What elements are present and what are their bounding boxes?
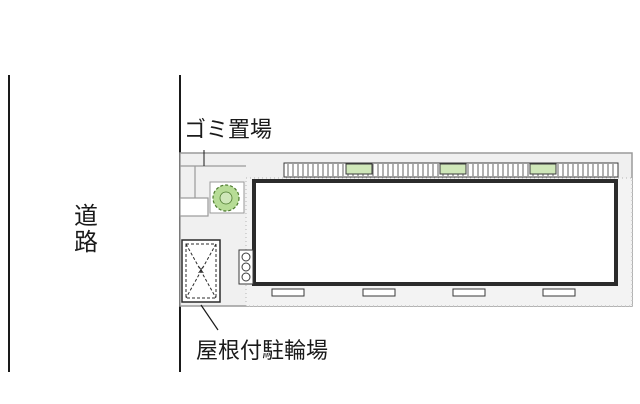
tree-icon — [209, 181, 245, 214]
fence-hedge — [283, 162, 619, 178]
road-label: 道路 — [74, 202, 98, 257]
unit-step-1 — [271, 288, 305, 297]
hedge-1 — [345, 163, 373, 175]
unit-step-4 — [542, 288, 576, 297]
garbage-area — [179, 197, 209, 217]
meter-icon — [238, 249, 254, 285]
building — [252, 179, 618, 286]
bicycle-leader — [200, 304, 219, 331]
garbage-label: ゴミ置場 — [184, 118, 273, 143]
bicycle-label: 屋根付駐輪場 — [196, 339, 329, 364]
svg-text:X: X — [198, 266, 204, 276]
hedge-2 — [439, 163, 467, 175]
hedge-3 — [529, 163, 557, 175]
bicycle-parking: X — [181, 239, 221, 303]
unit-step-3 — [452, 288, 486, 297]
unit-step-2 — [362, 288, 396, 297]
